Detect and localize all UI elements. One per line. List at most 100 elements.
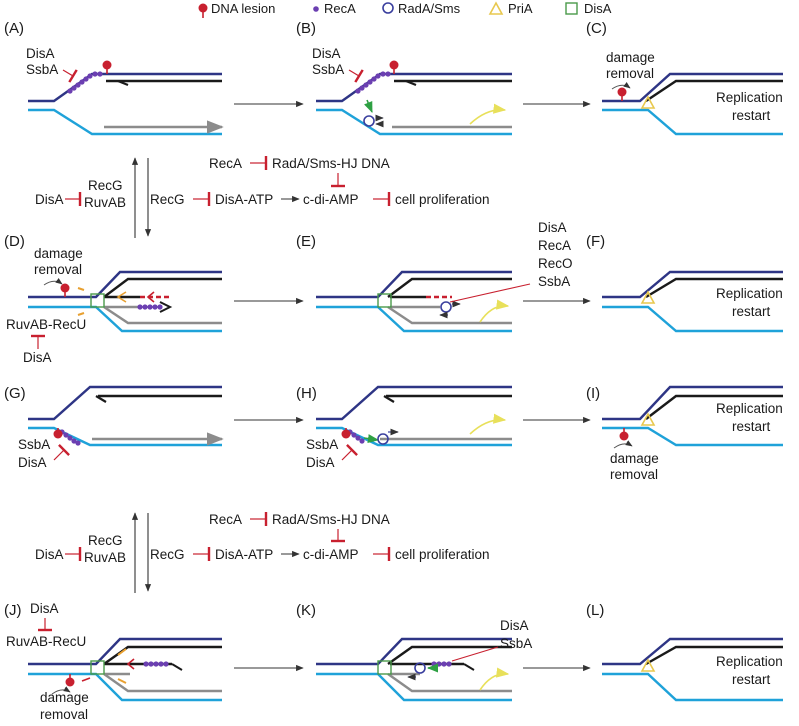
panel-label: (B) (296, 20, 316, 37)
legend-lesion: DNA lesion (198, 1, 275, 18)
parental-strand-top (602, 270, 783, 299)
inhibitor-label: DisA (23, 350, 52, 365)
pria-icon (640, 658, 656, 672)
parental-strand-bottom (316, 305, 512, 333)
nascent-strand-leading (645, 645, 783, 666)
inhibition-arrow (53, 444, 70, 461)
recg-node: RecG (150, 547, 185, 562)
inhibitor-label: SsbA (312, 62, 344, 77)
reca-node: RecA (209, 156, 242, 171)
regulatory-network-bottom: DisA RecG RuvAB RecG DisA-ATP c-di-AMP c… (35, 511, 490, 593)
nascent-strand-leading (103, 277, 222, 298)
lesion-icon (65, 677, 75, 687)
panel-f: (F) Replication restart (586, 233, 783, 333)
legend-reca-label: RecA (324, 1, 356, 16)
inhibitor-label: SsbA (18, 437, 50, 452)
legend-pria-label: PriA (508, 1, 533, 16)
restart-label: Replication (716, 90, 783, 105)
panel-label: (F) (586, 233, 605, 250)
recruitment-arrow (363, 434, 380, 444)
disa-atp-node: DisA-ATP (215, 192, 273, 207)
factor-label: RecO (538, 256, 573, 271)
radasms-icon (440, 301, 452, 313)
restart-label: restart (732, 304, 771, 319)
parental-strand-bottom (602, 305, 783, 333)
ruvab-marker (77, 287, 85, 291)
parental-strand-bottom (316, 108, 512, 136)
leading-end (383, 395, 395, 403)
note-label: removal (34, 262, 82, 277)
recruitment-arrow (363, 99, 373, 114)
disa-icon (565, 2, 578, 15)
panel-g: (G) SsbA DisA (4, 385, 224, 470)
inhibitor-label: SsbA (26, 62, 58, 77)
panel-label: (G) (4, 385, 26, 402)
removal-arrow (43, 277, 63, 286)
nascent-strand-lagging (103, 306, 222, 325)
disa-atp-node: DisA-ATP (215, 547, 273, 562)
factor-label: SsbA (500, 636, 532, 651)
panel-j: (J) DisA RuvAB-RecU damage removal (4, 601, 222, 722)
parental-strand-top (28, 72, 222, 103)
parental-strand-bottom (28, 305, 222, 333)
pria-icon (488, 1, 504, 15)
panel-label: (J) (4, 602, 22, 619)
disa-icon (90, 293, 105, 308)
reca-filament (355, 71, 391, 94)
panel-c: (C) damage removal Replication restart (586, 20, 783, 136)
reversed-end (171, 663, 183, 671)
parental-strand-top (602, 637, 783, 666)
disa-icon (377, 660, 392, 675)
panel-label: (C) (586, 20, 607, 37)
restart-label: restart (732, 419, 771, 434)
radasms-icon (382, 2, 394, 14)
restart-label: restart (732, 672, 771, 687)
parental-strand-top (28, 637, 222, 666)
ruvab-marker (117, 648, 127, 656)
resolvase-label: RuvAB-RecU (6, 634, 86, 649)
parental-strand-top (316, 385, 512, 421)
reversed-end (159, 301, 173, 313)
lesion-icon (60, 283, 70, 293)
ruvab-marker (77, 312, 85, 316)
leading-end (405, 79, 417, 87)
nascent-strand-leading (387, 645, 512, 665)
reca-filament (67, 71, 103, 94)
restart-arrow (469, 413, 507, 435)
note-label: damage (40, 690, 89, 705)
nascent-strand-leading (645, 394, 783, 420)
panel-label: (A) (4, 20, 24, 37)
reversal-marker (146, 291, 155, 303)
junction-marker (116, 291, 127, 303)
parental-strand-bottom (602, 672, 783, 702)
legend-disa: DisA (565, 1, 612, 16)
inhibitor-label: DisA (18, 455, 47, 470)
restart-label: restart (732, 108, 771, 123)
resolvase-label: RuvAB-RecU (6, 317, 86, 332)
panel-label: (K) (296, 602, 316, 619)
pria-icon (640, 95, 656, 109)
reca-filament (431, 661, 452, 667)
inhibition-arrow (62, 69, 78, 83)
panel-a: (A) DisA SsbA (4, 20, 224, 136)
panel-h: (H) SsbA DisA (296, 385, 512, 470)
regulatory-network-top: DisA RecG RuvAB RecG DisA-ATP c-di-AMP c… (35, 155, 490, 238)
removal-arrow (613, 440, 633, 449)
radasms-hj-node: RadA/Sms-HJ DNA (272, 156, 390, 171)
panel-label: (H) (296, 385, 317, 402)
restart-label: Replication (716, 286, 783, 301)
parental-strand-top (316, 637, 512, 666)
nascent-strand-lagging (387, 306, 512, 325)
nascent-strand-lagging (387, 673, 512, 693)
panel-label: (E) (296, 233, 316, 250)
leading-end (95, 395, 107, 403)
note-label: removal (606, 66, 654, 81)
lesion-icon (198, 3, 208, 13)
ruvab-node: RuvAB (84, 550, 126, 565)
legend-reca: RecA (313, 1, 356, 16)
panel-label: (D) (4, 233, 25, 250)
reca-filament (143, 661, 169, 667)
panel-label: (L) (586, 602, 604, 619)
lesion-icon (617, 87, 627, 97)
panel-b: (B) DisA SsbA (296, 20, 512, 136)
